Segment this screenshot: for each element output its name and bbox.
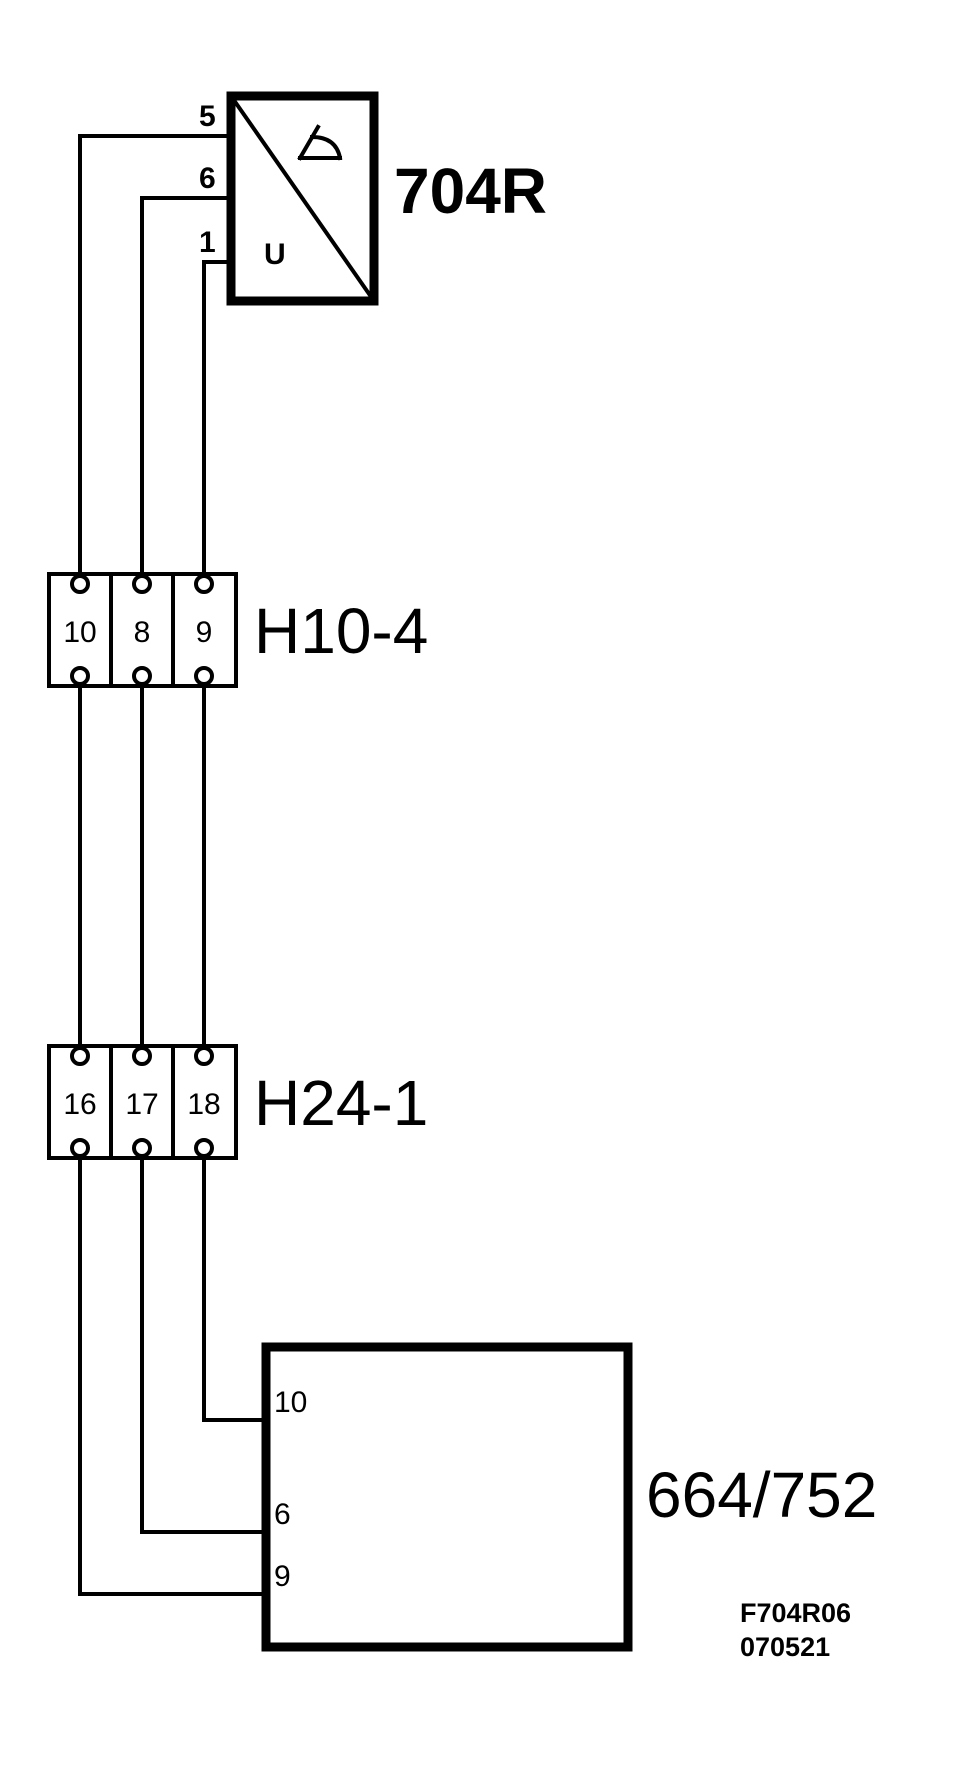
module-pin-label-10: 10 <box>274 1386 307 1419</box>
sensor-pin-label-6: 6 <box>199 162 216 195</box>
sensor-pin-label-1: 1 <box>199 226 216 259</box>
terminal-icon <box>194 574 214 594</box>
wire-704r-1-to-h10-9 <box>202 260 230 582</box>
terminal-icon <box>132 666 152 686</box>
terminal-icon <box>70 574 90 594</box>
terminal-icon <box>194 1046 214 1066</box>
sensor-pin-label-5: 5 <box>199 100 216 133</box>
h10-pin-10: 10 <box>63 616 96 649</box>
wire-h24-17-to-module-6 <box>140 1148 268 1534</box>
terminal-icon <box>70 1138 90 1158</box>
h24-pin-16: 16 <box>63 1088 96 1121</box>
reference-block: F704R06 070521 <box>740 1598 851 1662</box>
module-pin-label-6: 6 <box>274 1498 291 1531</box>
module-box <box>261 1342 633 1652</box>
terminal-icon <box>132 1046 152 1066</box>
connector-h24-label: H24-1 <box>254 1067 428 1139</box>
module-pin-label-9: 9 <box>274 1560 291 1593</box>
sensor-label: 704R <box>394 155 547 227</box>
connector-h10-4: 10 8 9 H10-4 <box>47 572 428 688</box>
connector-h24-1: 16 17 18 H24-1 <box>47 1044 428 1160</box>
reference-code: F704R06 <box>740 1598 851 1628</box>
terminal-icon <box>70 666 90 686</box>
terminal-icon <box>132 574 152 594</box>
terminal-icon <box>132 1138 152 1158</box>
module-664-752: 10 6 9 664/752 <box>261 1342 877 1652</box>
terminal-icon <box>194 666 214 686</box>
sensor-704r: U 5 6 1 704R <box>199 91 547 306</box>
h24-pin-18: 18 <box>187 1088 220 1121</box>
h10-pin-8: 8 <box>134 616 151 649</box>
h10-pin-9: 9 <box>196 616 213 649</box>
reference-date: 070521 <box>740 1632 830 1662</box>
module-label: 664/752 <box>646 1459 877 1531</box>
sensor-diagonal <box>229 94 376 303</box>
wire-h24-18-to-module-10 <box>202 1148 268 1422</box>
terminal-icon <box>70 1046 90 1066</box>
wires <box>78 134 268 1596</box>
h24-pin-17: 17 <box>125 1088 158 1121</box>
sensing-icon <box>297 124 343 161</box>
wire-704r-6-to-h10-8 <box>140 196 230 582</box>
wire-704r-5-to-h10-10 <box>78 134 230 582</box>
sensor-u-label: U <box>264 238 286 271</box>
terminal-icon <box>194 1138 214 1158</box>
wire-h24-16-to-module-9 <box>78 1148 268 1596</box>
connector-h10-label: H10-4 <box>254 595 428 667</box>
